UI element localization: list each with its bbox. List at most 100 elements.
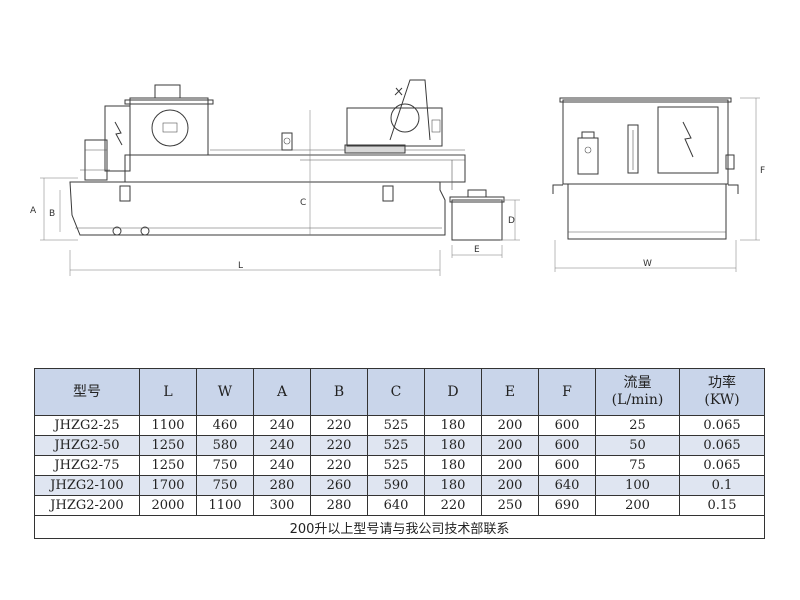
value-cell: 600 xyxy=(538,455,596,476)
header-label: 流量 xyxy=(623,375,652,391)
value-cell: 280 xyxy=(253,475,311,496)
side-view: W F xyxy=(552,97,765,272)
dim-label-c: C xyxy=(300,198,306,208)
dim-label-e: E xyxy=(474,245,480,255)
value-cell: 1100 xyxy=(196,495,254,516)
model-cell: JHZG2-200 xyxy=(34,495,140,516)
value-cell: 640 xyxy=(538,475,596,496)
value-cell: 1250 xyxy=(139,435,197,456)
value-cell: 0.15 xyxy=(679,495,765,516)
header-cell: 流量(L/min) xyxy=(595,368,680,416)
value-cell: 525 xyxy=(367,435,425,456)
header-cell: 型号 xyxy=(34,368,140,416)
value-cell: 600 xyxy=(538,415,596,436)
value-cell: 750 xyxy=(196,455,254,476)
dim-label-w: W xyxy=(643,259,652,269)
header-label: F xyxy=(562,383,572,400)
dim-label-a: A xyxy=(30,206,37,216)
header-cell: B xyxy=(310,368,368,416)
header-cell: W xyxy=(196,368,254,416)
value-cell: 525 xyxy=(367,455,425,476)
header-cell: A xyxy=(253,368,311,416)
header-label: B xyxy=(333,383,345,400)
technical-drawing: A B C L D E xyxy=(30,79,765,276)
header-label: W xyxy=(217,383,233,400)
value-cell: 75 xyxy=(595,455,680,476)
value-cell: 200 xyxy=(595,495,680,516)
header-label: A xyxy=(276,383,288,400)
value-cell: 0.065 xyxy=(679,415,765,436)
header-cell: F xyxy=(538,368,596,416)
model-cell: JHZG2-25 xyxy=(34,415,140,436)
header-cell: C xyxy=(367,368,425,416)
header-label: C xyxy=(390,383,402,400)
value-cell: 100 xyxy=(595,475,680,496)
value-cell: 280 xyxy=(310,495,368,516)
value-cell: 0.1 xyxy=(679,475,765,496)
value-cell: 180 xyxy=(424,435,482,456)
model-cell: JHZG2-50 xyxy=(34,435,140,456)
value-cell: 525 xyxy=(367,415,425,436)
value-cell: 590 xyxy=(367,475,425,496)
value-cell: 1700 xyxy=(139,475,197,496)
value-cell: 50 xyxy=(595,435,680,456)
header-unit: (KW) xyxy=(704,392,740,408)
front-view: A B C L xyxy=(30,79,466,276)
value-cell: 600 xyxy=(538,435,596,456)
header-cell: L xyxy=(139,368,197,416)
value-cell: 750 xyxy=(196,475,254,496)
header-cell: D xyxy=(424,368,482,416)
value-cell: 1100 xyxy=(139,415,197,436)
header-unit: (L/min) xyxy=(611,392,664,408)
header-label: 功率 xyxy=(708,375,736,391)
value-cell: 0.065 xyxy=(679,455,765,476)
model-cell: JHZG2-100 xyxy=(34,475,140,496)
header-label: L xyxy=(163,383,173,400)
value-cell: 220 xyxy=(310,435,368,456)
value-cell: 200 xyxy=(481,475,539,496)
value-cell: 240 xyxy=(253,455,311,476)
value-cell: 220 xyxy=(310,455,368,476)
value-cell: 200 xyxy=(481,415,539,436)
value-cell: 460 xyxy=(196,415,254,436)
value-cell: 300 xyxy=(253,495,311,516)
value-cell: 200 xyxy=(481,435,539,456)
value-cell: 260 xyxy=(310,475,368,496)
value-cell: 1250 xyxy=(139,455,197,476)
header-label: E xyxy=(504,383,516,400)
dim-label-f: F xyxy=(760,166,765,176)
value-cell: 180 xyxy=(424,415,482,436)
value-cell: 690 xyxy=(538,495,596,516)
dim-label-d: D xyxy=(508,216,515,226)
value-cell: 580 xyxy=(196,435,254,456)
footer-note: 200升以上型号请与我公司技术部联系 xyxy=(34,515,765,539)
value-cell: 0.065 xyxy=(679,435,765,456)
header-cell: 功率(KW) xyxy=(679,368,765,416)
value-cell: 180 xyxy=(424,455,482,476)
value-cell: 250 xyxy=(481,495,539,516)
value-cell: 240 xyxy=(253,435,311,456)
dim-label-l: L xyxy=(238,261,243,271)
value-cell: 200 xyxy=(481,455,539,476)
dim-label-b: B xyxy=(49,209,55,219)
value-cell: 220 xyxy=(310,415,368,436)
model-cell: JHZG2-75 xyxy=(34,455,140,476)
footer-row: 200升以上型号请与我公司技术部联系 xyxy=(34,515,765,539)
small-tank-view: D E xyxy=(449,189,520,258)
header-cell: E xyxy=(481,368,539,416)
header-label: D xyxy=(447,383,459,400)
value-cell: 220 xyxy=(424,495,482,516)
value-cell: 25 xyxy=(595,415,680,436)
value-cell: 640 xyxy=(367,495,425,516)
value-cell: 180 xyxy=(424,475,482,496)
value-cell: 2000 xyxy=(139,495,197,516)
header-label: 型号 xyxy=(73,383,101,400)
